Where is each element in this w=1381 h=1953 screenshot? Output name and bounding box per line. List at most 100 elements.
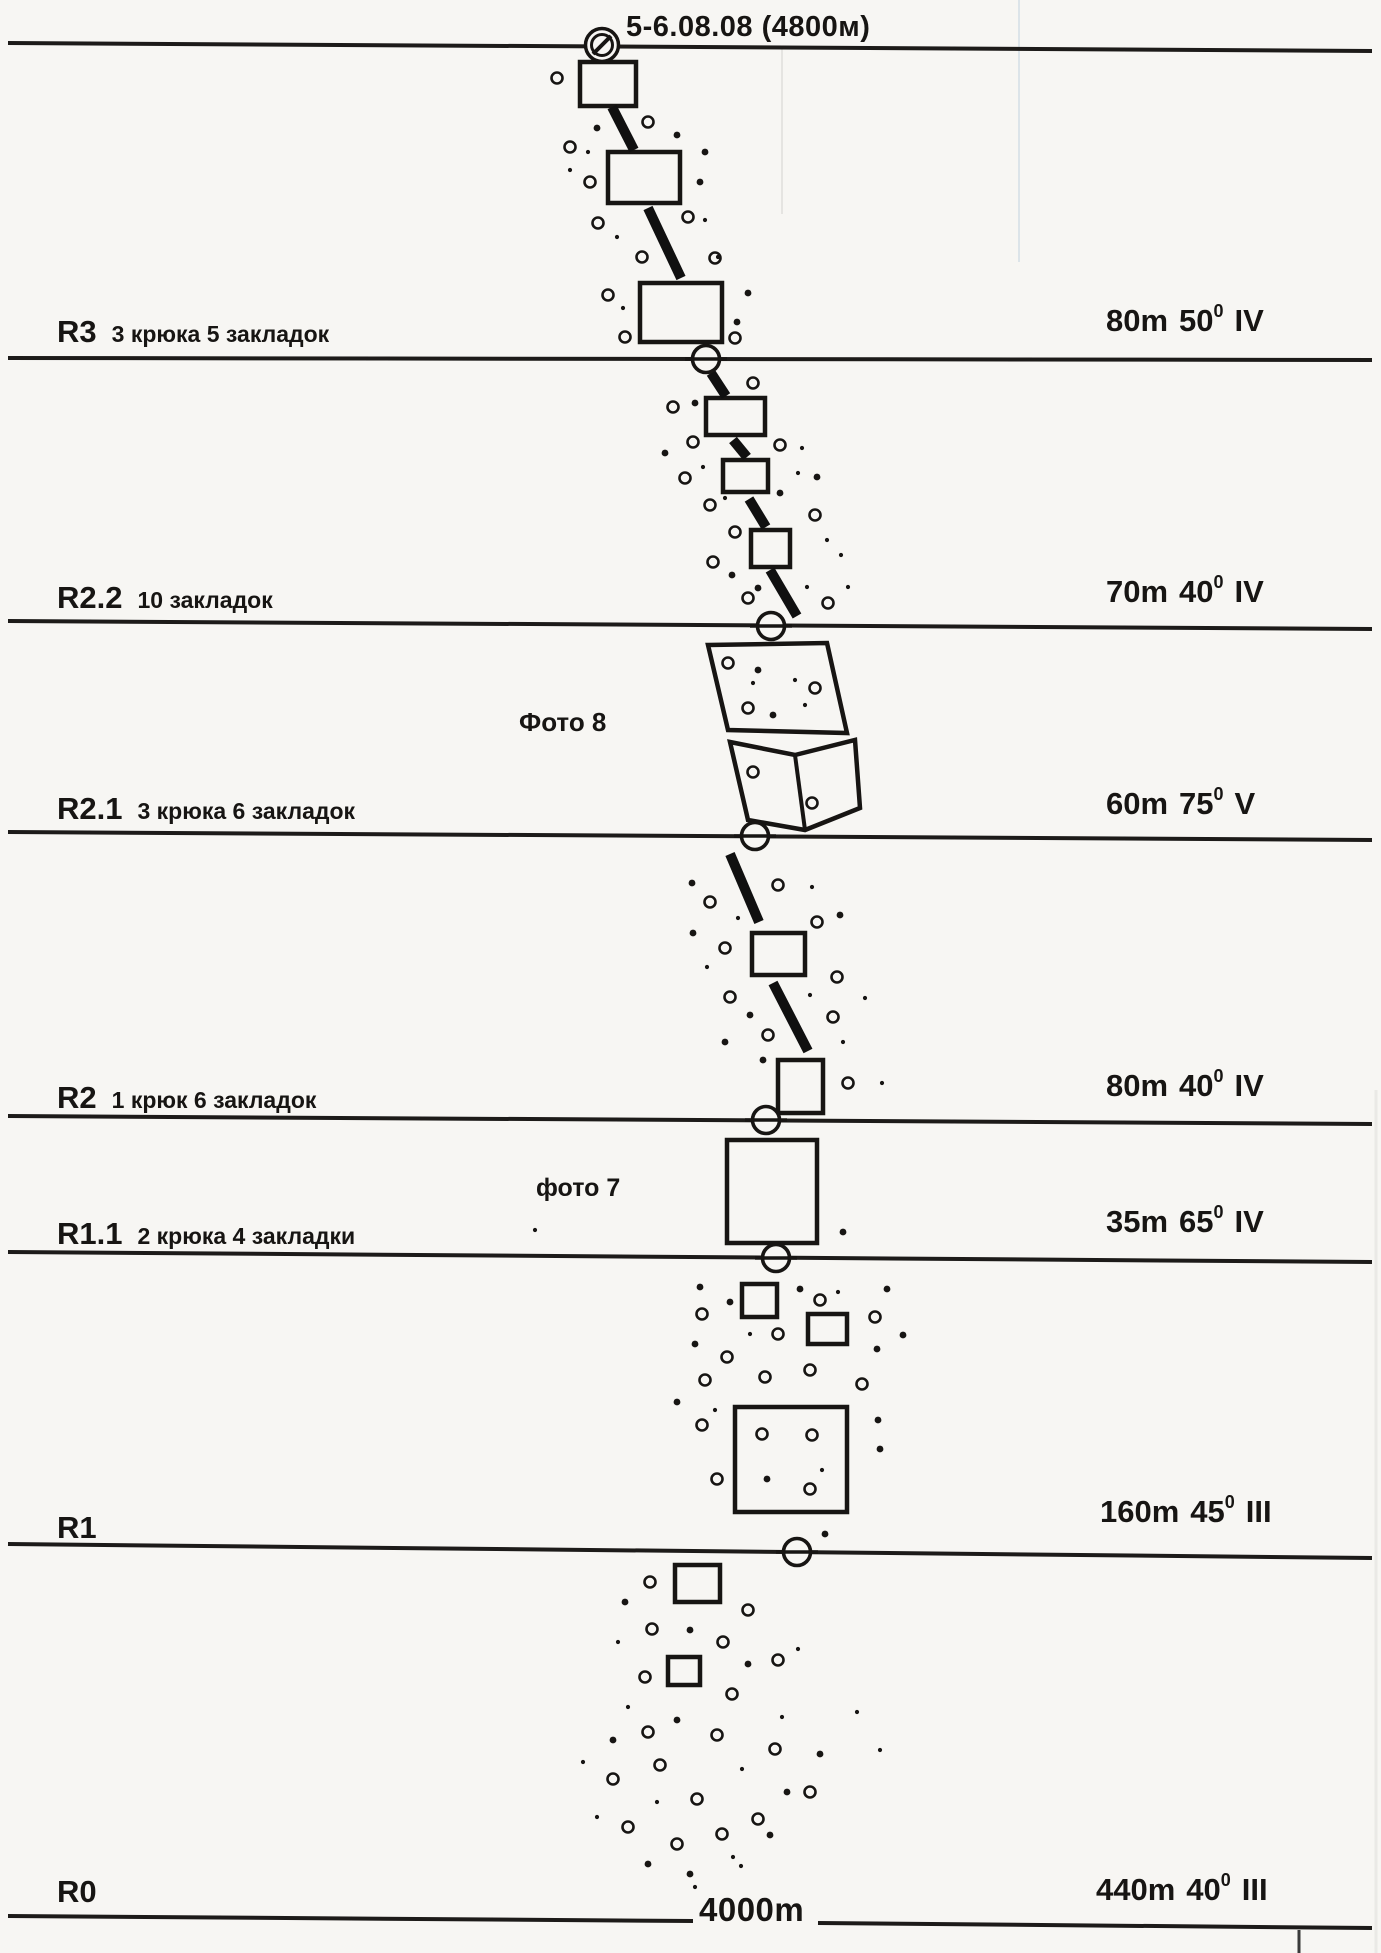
scree-dot bbox=[696, 178, 704, 186]
scree-dot bbox=[718, 941, 732, 955]
scree-dot bbox=[701, 148, 709, 156]
degree-superscript: 0 bbox=[1213, 783, 1224, 804]
scree-dot bbox=[606, 1772, 620, 1786]
scree-dot bbox=[839, 1228, 847, 1236]
scree-dot bbox=[704, 964, 710, 970]
scree-dot bbox=[638, 1670, 652, 1684]
scree-dot bbox=[686, 1870, 694, 1878]
pitch-grade: IV bbox=[1234, 574, 1264, 609]
scree-dot bbox=[759, 1056, 767, 1064]
pitch-separator-line bbox=[7, 830, 1373, 842]
degree-superscript: 0 bbox=[1224, 1491, 1235, 1512]
base-elevation-label: 4000m bbox=[699, 1891, 805, 1928]
scree-dot bbox=[813, 473, 821, 481]
scree-dot bbox=[883, 1285, 891, 1293]
rock-block bbox=[805, 1311, 850, 1347]
pitch-separator-line bbox=[7, 1914, 694, 1923]
scree-dot bbox=[716, 1635, 730, 1649]
scree-dot bbox=[726, 1298, 734, 1306]
scree-dot bbox=[715, 254, 721, 260]
scree-dot bbox=[754, 666, 762, 674]
degree-superscript: 0 bbox=[1213, 1065, 1224, 1086]
scree-dot bbox=[769, 711, 777, 719]
pitch-label-row-r2: R2 1 крюк 6 закладок bbox=[57, 1082, 316, 1113]
scree-dot bbox=[899, 1331, 907, 1339]
scree-dot bbox=[751, 1812, 765, 1826]
scree-dot bbox=[821, 1530, 829, 1538]
pitch-label-row-r1-1: R1.1 2 крюка 4 закладки bbox=[57, 1218, 355, 1249]
summit-marker-icon bbox=[590, 33, 614, 57]
scree-dot bbox=[808, 508, 822, 522]
pitch-label-row-r1: R1 bbox=[57, 1512, 112, 1543]
scree-dot bbox=[808, 681, 822, 695]
route-segment bbox=[768, 980, 813, 1054]
scree-dot bbox=[641, 1725, 655, 1739]
scree-dot bbox=[855, 1377, 869, 1391]
pitch-id: R1.1 bbox=[57, 1216, 123, 1251]
pitch-length: 35m bbox=[1106, 1204, 1169, 1239]
pitch-length: 80m bbox=[1106, 1068, 1169, 1103]
rock-block bbox=[739, 1281, 780, 1320]
scree-dot bbox=[796, 1285, 804, 1293]
scree-dot bbox=[819, 1467, 825, 1473]
scree-dot bbox=[744, 289, 752, 297]
scree-dot bbox=[738, 1863, 744, 1869]
scree-dot bbox=[728, 571, 736, 579]
scree-dot bbox=[585, 149, 591, 155]
route-segment bbox=[765, 567, 802, 619]
scree-dot bbox=[755, 1427, 769, 1441]
scree-dot bbox=[666, 400, 680, 414]
scree-dot bbox=[703, 895, 717, 909]
scree-dot bbox=[803, 1363, 817, 1377]
scree-dot bbox=[661, 449, 669, 457]
pitch-id: R2.1 bbox=[57, 791, 123, 826]
scree-dot bbox=[741, 1603, 755, 1617]
scree-dot bbox=[618, 330, 632, 344]
scree-dot bbox=[673, 131, 681, 139]
scree-dot bbox=[766, 1831, 774, 1839]
rock-block bbox=[720, 457, 771, 495]
summit-date-elevation-label: 5-6.08.08 (4800м) bbox=[626, 11, 871, 43]
scree-dot bbox=[696, 1283, 704, 1291]
pitch-grade: IV bbox=[1234, 1204, 1264, 1239]
scree-dot bbox=[795, 470, 801, 476]
pitch-separator-line bbox=[7, 619, 1373, 631]
pitch-length: 70m bbox=[1106, 574, 1169, 609]
photo-8-annotation: Фото 8 bbox=[519, 707, 607, 737]
scree-dot bbox=[609, 1736, 617, 1744]
scree-dot bbox=[771, 1653, 785, 1667]
pitch-label-row-r0: R0 bbox=[57, 1876, 112, 1907]
rock-block bbox=[577, 59, 639, 109]
scree-dot bbox=[841, 1076, 855, 1090]
pitch-label-row-r2-1: R2.1 3 крюка 6 закладок bbox=[57, 793, 355, 824]
scree-dot bbox=[761, 1028, 775, 1042]
scree-dot bbox=[583, 175, 597, 189]
scree-dot bbox=[725, 1687, 739, 1701]
scree-dot bbox=[792, 677, 798, 683]
scree-dot bbox=[776, 489, 784, 497]
scree-dot bbox=[799, 445, 805, 451]
scree-dot bbox=[873, 1345, 881, 1353]
scree-dot bbox=[620, 305, 626, 311]
scree-dot bbox=[754, 584, 762, 592]
scree-dot bbox=[621, 1820, 635, 1834]
pitch-label-row-r2-2: R2.2 10 закладок bbox=[57, 582, 273, 613]
pitch-gear: 3 крюка 6 закладок bbox=[137, 798, 356, 824]
route-segment bbox=[744, 496, 771, 530]
pitch-grade: V bbox=[1234, 786, 1256, 821]
pitch-grade: III bbox=[1241, 1872, 1268, 1907]
scree-dot bbox=[721, 656, 735, 670]
route-segment bbox=[607, 104, 639, 153]
rock-block bbox=[605, 149, 683, 206]
rock-block bbox=[749, 930, 808, 978]
pitch-separator-line bbox=[817, 1921, 1373, 1930]
scree-dot bbox=[691, 1340, 699, 1348]
scree-dot bbox=[795, 1646, 801, 1652]
scree-dot bbox=[706, 555, 720, 569]
scree-dot bbox=[803, 1482, 817, 1496]
degree-superscript: 0 bbox=[1220, 1869, 1231, 1890]
